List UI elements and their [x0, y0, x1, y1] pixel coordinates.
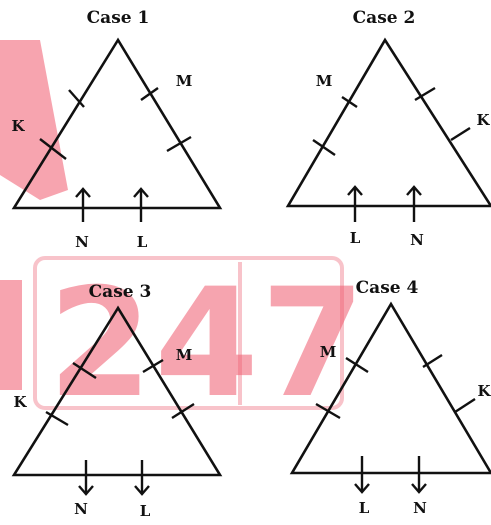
- case-3-left-tick-upper: [72, 361, 97, 380]
- watermark-slash-shape: [0, 40, 68, 200]
- case-2-label-k: K: [476, 111, 490, 129]
- case-1: Case 1 K M N L: [11, 8, 223, 251]
- case-2-triangle: [285, 37, 491, 208]
- case-3-label-right: L: [140, 502, 151, 520]
- watermark-text: 247: [48, 257, 367, 431]
- case-4-left-tick-lower: [315, 402, 341, 420]
- case-4-right-tick-upper: [422, 353, 443, 369]
- case-2: Case 2 M K L N: [285, 8, 491, 249]
- case-1-label-right: L: [137, 233, 148, 251]
- case-2-right-tick-lower: [450, 126, 471, 142]
- case-1-left-tick-lower: [39, 138, 67, 160]
- case-1-right-tick-upper: [140, 87, 159, 101]
- case-4-label-left: L: [359, 499, 370, 517]
- case-3-title: Case 3: [89, 282, 152, 302]
- case-2-label-right: N: [410, 231, 424, 249]
- watermark-letter-fragment: [0, 280, 22, 390]
- case-4-triangle: [289, 301, 491, 475]
- case-4-right-tick-lower: [454, 397, 476, 414]
- case-3-label-m: M: [176, 346, 193, 364]
- case-3-arrow-down-right-icon: [134, 460, 150, 496]
- case-3-right-tick-lower: [171, 402, 195, 420]
- case-3-arrow-down-left-icon: [78, 460, 94, 496]
- case-2-left-tick-upper: [341, 96, 358, 108]
- case-1-label-k: K: [11, 117, 25, 135]
- case-2-label-m: M: [316, 72, 333, 90]
- case-2-arrow-up-left-icon: [347, 185, 363, 222]
- case-3-label-k: K: [13, 393, 27, 411]
- case-2-arrow-up-right-icon: [406, 185, 422, 222]
- case-1-label-left: N: [75, 233, 89, 251]
- case-2-right-tick-upper: [414, 86, 436, 102]
- case-2-label-left: L: [350, 229, 361, 247]
- case-3-triangle: [11, 305, 223, 477]
- case-4-left-tick-upper: [345, 356, 369, 374]
- case-4-title: Case 4: [356, 278, 419, 298]
- case-4-arrow-down-right-icon: [411, 456, 427, 494]
- case-1-label-m: M: [176, 72, 193, 90]
- case-2-title: Case 2: [353, 8, 416, 28]
- case-1-triangle: [11, 37, 223, 210]
- case-1-left-tick-upper: [68, 89, 85, 108]
- case-2-left-tick-lower: [312, 139, 336, 156]
- case-4-label-m: M: [320, 343, 337, 361]
- case-4-label-k: K: [477, 382, 491, 400]
- case-4: Case 4 M K L N: [289, 278, 491, 517]
- case-3-right-tick-upper: [142, 358, 164, 374]
- case-3-left-tick-lower: [45, 410, 69, 427]
- case-3: Case 3 K M N L: [11, 282, 223, 520]
- case-4-label-right: N: [413, 499, 427, 517]
- case-3-label-left: N: [74, 500, 88, 518]
- case-4-arrow-down-left-icon: [354, 456, 370, 494]
- case-1-right-tick-lower: [166, 135, 192, 153]
- case-1-arrow-up-right-icon: [133, 187, 149, 222]
- case-1-arrow-up-left-icon: [75, 187, 91, 222]
- case-1-title: Case 1: [87, 8, 150, 28]
- watermark-logo: 247: [0, 40, 367, 431]
